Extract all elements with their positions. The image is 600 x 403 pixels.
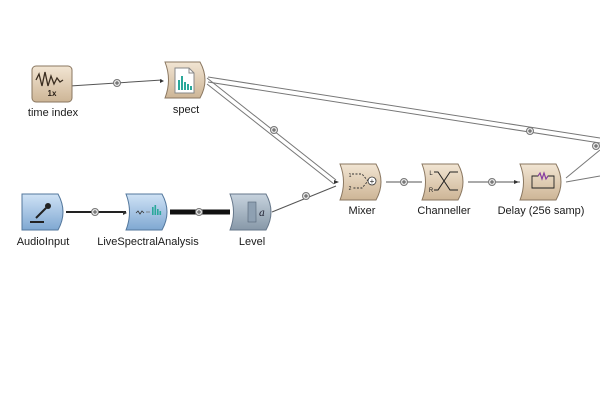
wire-knob[interactable]	[113, 79, 121, 87]
level-icon: a	[247, 201, 265, 223]
waveform-icon: 1x	[35, 71, 64, 98]
wire-knob[interactable]	[400, 178, 408, 186]
node-time-index[interactable]: 1x	[31, 65, 73, 103]
time-index-label: time index	[27, 107, 79, 119]
spectrum-document-icon	[174, 67, 195, 94]
channeller-r-glyph: R	[429, 188, 434, 194]
spectrum-analyzer-icon	[135, 205, 162, 215]
wire-knob[interactable]	[91, 208, 99, 216]
mixer-icon: + 1 2	[349, 173, 377, 192]
wire-knob[interactable]	[488, 178, 496, 186]
mixer-in2-glyph: 2	[349, 186, 352, 192]
audio-input-label: AudioInput	[16, 236, 70, 248]
channeller-l-glyph: L	[429, 171, 433, 177]
microphone-icon	[30, 203, 51, 223]
wire-knob[interactable]	[592, 142, 600, 150]
wire-delay-offscreen-b[interactable]	[565, 175, 600, 183]
time-index-glyph: 1x	[48, 89, 57, 98]
wire-knobs	[91, 79, 600, 216]
node-audio-input[interactable]	[21, 193, 64, 231]
wire-spect-offscreen[interactable]	[207, 76, 600, 144]
mixer-label: Mixer	[348, 205, 376, 217]
mixer-plus-glyph: +	[370, 177, 375, 186]
wire-knob[interactable]	[526, 127, 534, 135]
spect-label: spect	[172, 104, 200, 116]
level-label: Level	[238, 236, 266, 248]
delay-label: Delay (256 samp)	[497, 205, 585, 217]
crossover-icon: L R	[429, 171, 458, 194]
node-mixer[interactable]: + 1 2	[334, 163, 382, 201]
wire-knob[interactable]	[302, 192, 310, 200]
live-spectral-input-port[interactable]	[123, 211, 127, 215]
wire-delay-offscreen-a[interactable]	[565, 149, 600, 179]
delay-input-port[interactable]	[514, 180, 519, 184]
live-spectral-label: LiveSpectralAnalysis	[97, 236, 199, 248]
wire-knob[interactable]	[270, 126, 278, 134]
wire-knob[interactable]	[195, 208, 203, 216]
node-spect[interactable]	[160, 61, 206, 99]
level-glyph: a	[259, 208, 265, 219]
channeller-label: Channeller	[417, 205, 471, 217]
node-level[interactable]: a	[229, 193, 272, 231]
mixer-input-port[interactable]	[334, 180, 339, 184]
delay-icon	[531, 171, 555, 189]
wires	[66, 76, 600, 215]
spect-input-port[interactable]	[160, 79, 164, 83]
node-channeller[interactable]: L R	[421, 163, 464, 201]
mixer-in1-glyph: 1	[349, 173, 352, 179]
node-live-spectral[interactable]	[123, 193, 168, 231]
node-delay[interactable]	[514, 163, 562, 201]
